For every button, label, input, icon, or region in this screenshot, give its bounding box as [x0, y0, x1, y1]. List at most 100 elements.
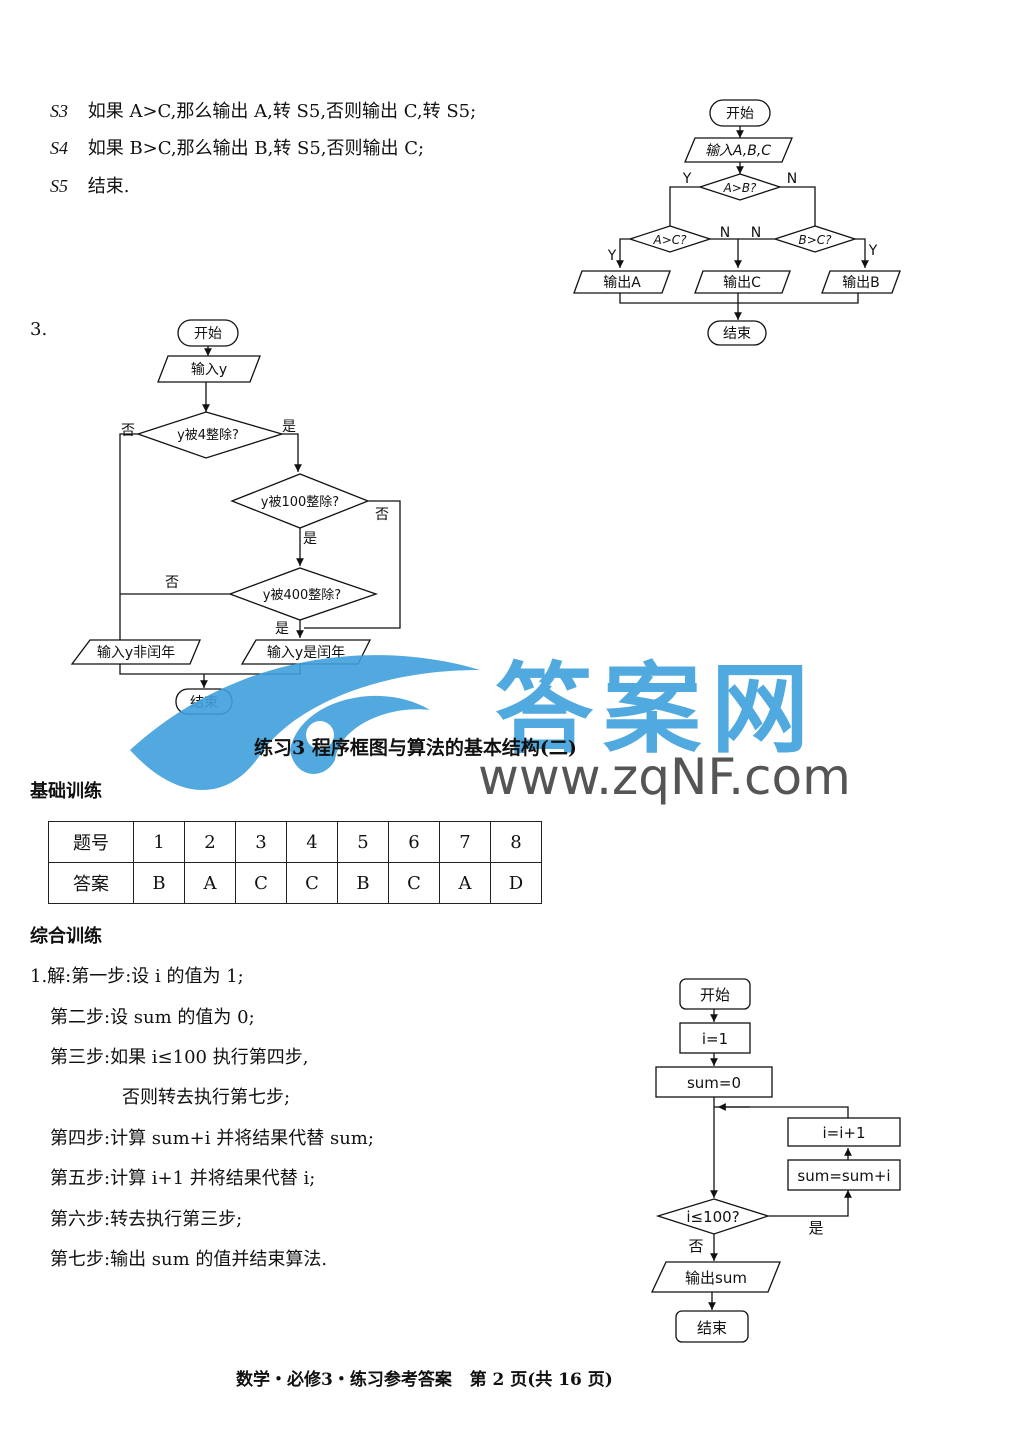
sum-end-label: 结束 [697, 1319, 727, 1337]
leap-d1-no: 否 [121, 423, 135, 439]
table-row-answers: 答案 B A C C B C A D [48, 862, 542, 904]
flow-decision-a-gt-b [697, 173, 783, 201]
flow-d2-label: A>C? [652, 233, 687, 247]
question-3-number: 3. [30, 319, 48, 340]
flow-d3-no: N [751, 225, 761, 241]
flow-d3-label: B>C? [798, 233, 832, 247]
solution-line-1: 1.解:第一步:设 i 的值为 1; [30, 966, 244, 987]
sum-increment-label: i=i+1 [822, 1124, 865, 1142]
sum-accumulate-label: sum=sum+i [797, 1167, 890, 1185]
flow-d1-no: N [787, 171, 797, 187]
sum-decision-no: 否 [688, 1237, 703, 1255]
flow-input-label: 输入A,B,C [705, 143, 771, 159]
step-s3-label: S3 [50, 101, 68, 121]
section-title: 练习3 程序框图与算法的基本结构(二) [254, 737, 577, 759]
sum-decision-label: i≤100? [686, 1208, 739, 1226]
table-header-number: 题号 [48, 821, 134, 863]
leap-d2-no: 否 [375, 507, 389, 523]
table-header-answer: 答案 [48, 862, 134, 904]
flow-out-b-label: 输出B [842, 275, 880, 291]
solution-line-6: 第五步:计算 i+1 并将结果代替 i; [50, 1168, 316, 1189]
sum-output-box [650, 1261, 781, 1293]
leap-input-box [157, 355, 261, 383]
flow-out-a-label: 输出A [603, 275, 641, 291]
heading-comprehensive-training: 综合训练 [30, 926, 102, 947]
step-s5-text: 结束. [87, 176, 130, 197]
sum-decision-yes: 是 [808, 1219, 823, 1237]
leap-d3-yes: 是 [275, 621, 289, 637]
table-cell: 3 [235, 821, 287, 863]
step-s3-text: 如果 A>C,那么输出 A,转 S5,否则输出 C,转 S5; [87, 101, 477, 122]
page-footer: 数学・必修3・练习参考答案 第 2 页(共 16 页) [236, 1370, 613, 1390]
table-cell: C [235, 862, 287, 904]
sum-accumulate-box [787, 1159, 901, 1191]
solution-line-7: 第六步:转去执行第三步; [50, 1209, 243, 1230]
flow-end-terminal [707, 320, 767, 346]
solution-line-2: 第二步:设 sum 的值为 0; [50, 1007, 255, 1028]
step-s5-label: S5 [50, 176, 68, 196]
flow-start-label: 开始 [726, 106, 754, 122]
table-cell: B [133, 862, 185, 904]
sum-init-i-box [679, 1022, 751, 1054]
table-cell: B [337, 862, 389, 904]
flowchart-leap-year: 开始 输入y y被4整除? y被100整除? y被400整除? 输入y非闰年 输… [70, 319, 401, 715]
flow-output-c [694, 270, 791, 294]
flowchart-max-abc: 开始 输入A,B,C A>B? A>C? B>C? 输出A 输出C 输出B 结束… [573, 99, 901, 346]
solution-line-4: 否则转去执行第七步; [122, 1087, 291, 1108]
leap-out-no-label: 输入y非闰年 [97, 645, 175, 661]
leap-d2-yes: 是 [303, 531, 317, 547]
step-s4: S4 如果 B>C,那么输出 B,转 S5,否则输出 C; [50, 136, 424, 161]
flow-d2-no: N [720, 225, 730, 241]
table-cell: D [490, 862, 542, 904]
leap-d1-yes: 是 [282, 419, 296, 435]
leap-out-yes-label: 输入y是闰年 [267, 645, 345, 661]
leap-start-label: 开始 [194, 326, 222, 342]
sum-start-terminal [679, 978, 751, 1010]
flow-d2-yes: Y [607, 248, 617, 264]
solution-line-3: 第三步:如果 i≤100 执行第四步, [50, 1047, 309, 1068]
flow-decision-b-gt-c [772, 225, 858, 253]
step-s4-label: S4 [50, 138, 68, 158]
table-cell: 8 [490, 821, 542, 863]
sum-init-sum-label: sum=0 [687, 1074, 741, 1092]
sum-start-label: 开始 [700, 986, 730, 1004]
answer-table: 题号 1 2 3 4 5 6 7 8 答案 B A C C B C A D [48, 821, 542, 904]
step-s4-text: 如果 B>C,那么输出 B,转 S5,否则输出 C; [87, 138, 425, 159]
table-cell: C [286, 862, 338, 904]
solution-line-5: 第四步:计算 sum+i 并将结果代替 sum; [50, 1128, 374, 1149]
step-s3: S3 如果 A>C,那么输出 A,转 S5,否则输出 C,转 S5; [50, 99, 476, 124]
step-s5: S5 结束. [50, 174, 129, 199]
sum-end-terminal [675, 1310, 749, 1343]
flow-d3-yes: Y [868, 243, 878, 259]
flow-d1-label: A>B? [723, 181, 757, 195]
flow-output-b [821, 270, 901, 294]
sum-init-i-label: i=1 [702, 1030, 728, 1048]
table-cell: 5 [337, 821, 389, 863]
table-cell: A [439, 862, 491, 904]
table-cell: C [388, 862, 440, 904]
flow-end-label: 结束 [723, 326, 751, 342]
flow-out-c-label: 输出C [723, 275, 761, 291]
solution-line-8: 第七步:输出 sum 的值并结束算法. [50, 1249, 328, 1270]
table-cell: 2 [184, 821, 236, 863]
table-cell: 6 [388, 821, 440, 863]
leap-end-label: 结束 [190, 695, 218, 711]
leap-d1-label: y被4整除? [177, 428, 239, 443]
table-cell: 4 [286, 821, 338, 863]
flow-input-box [684, 137, 793, 163]
heading-basic-training: 基础训练 [30, 781, 102, 802]
table-cell: 7 [439, 821, 491, 863]
sum-output-label: 输出sum [685, 1269, 747, 1287]
leap-d2-label: y被100整除? [261, 495, 339, 510]
table-cell: A [184, 862, 236, 904]
table-cell: 1 [133, 821, 185, 863]
flow-decision-a-gt-c [627, 225, 713, 253]
sum-increment-box [787, 1117, 901, 1147]
leap-input-label: 输入y [191, 362, 227, 378]
flow-output-a [573, 270, 671, 294]
flow-d1-yes: Y [682, 171, 692, 187]
table-row-numbers: 题号 1 2 3 4 5 6 7 8 [48, 821, 542, 863]
leap-d3-no: 否 [165, 575, 179, 591]
leap-decision-div4 [135, 411, 285, 459]
leap-d3-label: y被400整除? [263, 588, 341, 603]
